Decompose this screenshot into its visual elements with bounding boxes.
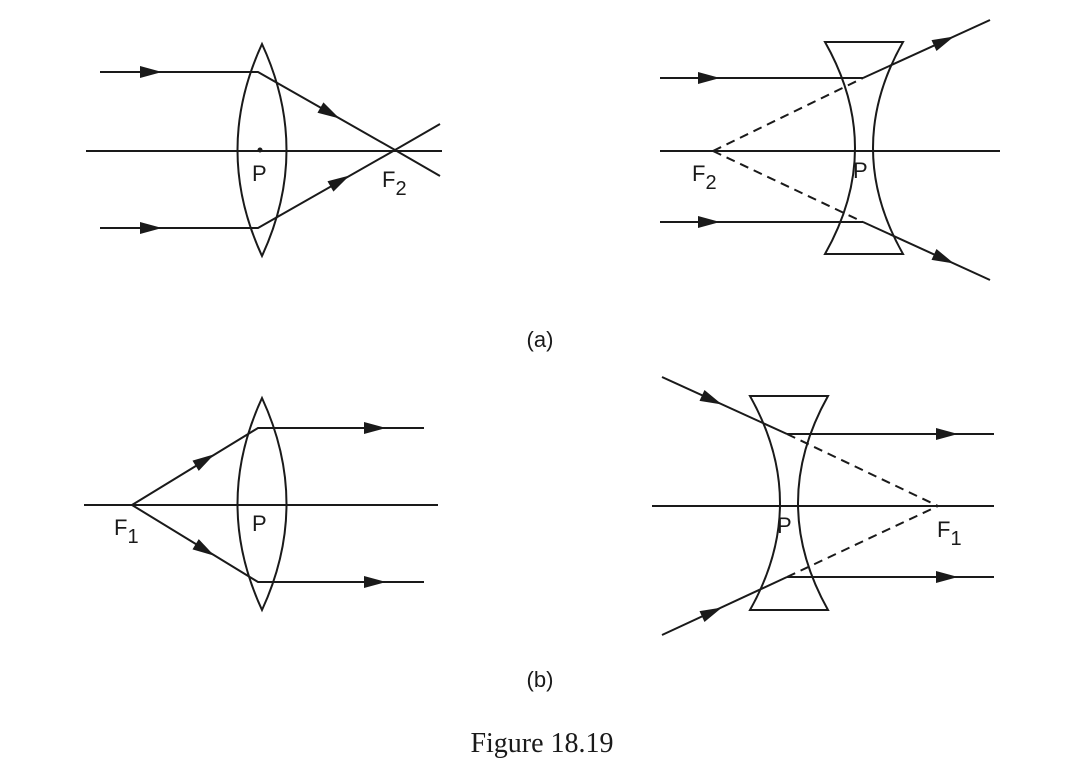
arrowhead [698,216,720,228]
focus-label: F2 [382,167,407,200]
refracted-ray-upper [862,19,991,79]
arrowhead [327,175,350,192]
panel-b-concave-lens: P F1 [652,376,994,636]
arrowhead [364,576,386,588]
arrowhead [936,571,958,583]
concave-lens-outline [823,41,905,255]
pole-label: P [777,513,792,538]
optical-centre-dot [257,147,263,153]
pole-label: P [252,511,267,536]
arrowhead [936,428,958,440]
panel-b-label: (b) [527,667,554,692]
panel-a-convex-lens: P F2 [86,41,442,259]
arrowhead [192,539,215,556]
virtual-ray-upper [712,77,864,152]
virtual-ray-lower [786,505,939,578]
pole-label: P [252,161,267,186]
arrowhead [140,222,162,234]
refracted-ray-lower [862,221,991,281]
convex-lens-outline [236,395,288,613]
arrowhead [931,36,955,52]
concave-lens-outline [748,395,830,611]
focus-label: F2 [692,161,717,194]
arrowhead [317,102,340,119]
arrowhead [699,607,723,623]
virtual-ray-lower [712,150,864,223]
focus-label: F1 [937,517,962,550]
incident-ray-upper [100,71,441,152]
panel-a-label: (a) [527,327,554,352]
arrowhead [699,389,723,405]
arrowhead [698,72,720,84]
pole-label: P [853,158,868,183]
incident-ray-upper [661,376,788,435]
incident-ray-lower [661,576,788,636]
arrowhead [140,66,162,78]
arrowhead [931,248,955,264]
emergent-ray-lower [131,504,424,583]
figure-caption: Figure 18.19 [470,728,613,759]
incident-ray-lower [100,148,441,229]
panel-b-convex-lens: P F1 [84,395,438,613]
convex-lens-outline [236,41,288,259]
virtual-ray-upper [786,433,939,507]
focus-label: F1 [114,515,139,548]
panel-a-concave-lens: P F2 [660,19,1000,281]
arrowhead [364,422,386,434]
arrowhead [192,454,215,471]
